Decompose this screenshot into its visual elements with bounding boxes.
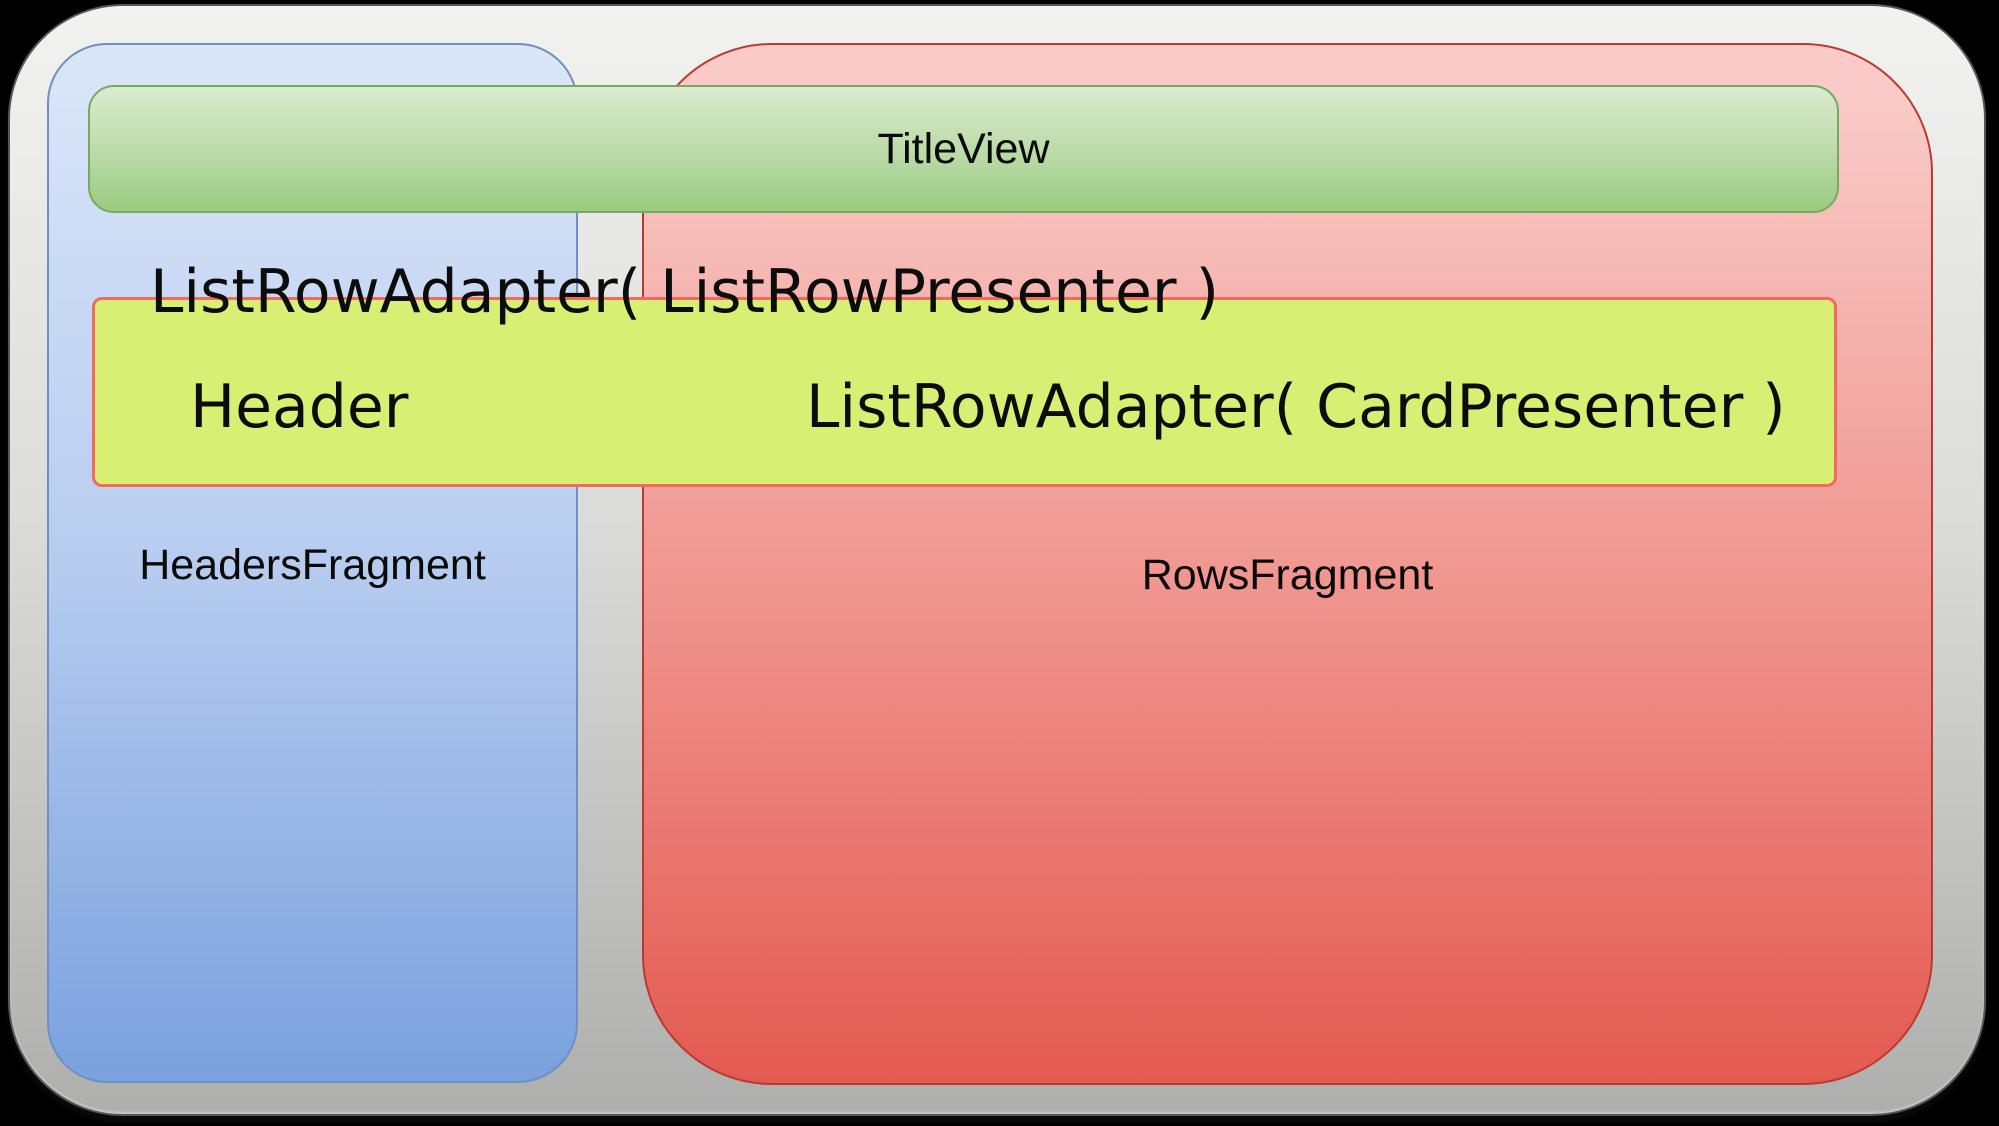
title-view-bar: TitleView: [88, 85, 1839, 213]
header-label: Header: [190, 372, 409, 442]
list-row-adapter-card-presenter-label: ListRowAdapter( CardPresenter ): [806, 372, 1786, 442]
rows-fragment-box: RowsFragment: [642, 43, 1933, 1085]
browse-frame: HeadersFragment RowsFragment TitleView H…: [8, 4, 1986, 1116]
list-row-band: Header ListRowAdapter( CardPresenter ): [92, 297, 1837, 487]
headers-fragment-box: HeadersFragment: [47, 43, 578, 1083]
list-row-adapter-list-row-presenter-label: ListRowAdapter( ListRowPresenter ): [150, 257, 1220, 327]
headers-fragment-label: HeadersFragment: [139, 541, 486, 589]
rows-fragment-label: RowsFragment: [1141, 551, 1434, 599]
title-view-label: TitleView: [877, 124, 1050, 173]
